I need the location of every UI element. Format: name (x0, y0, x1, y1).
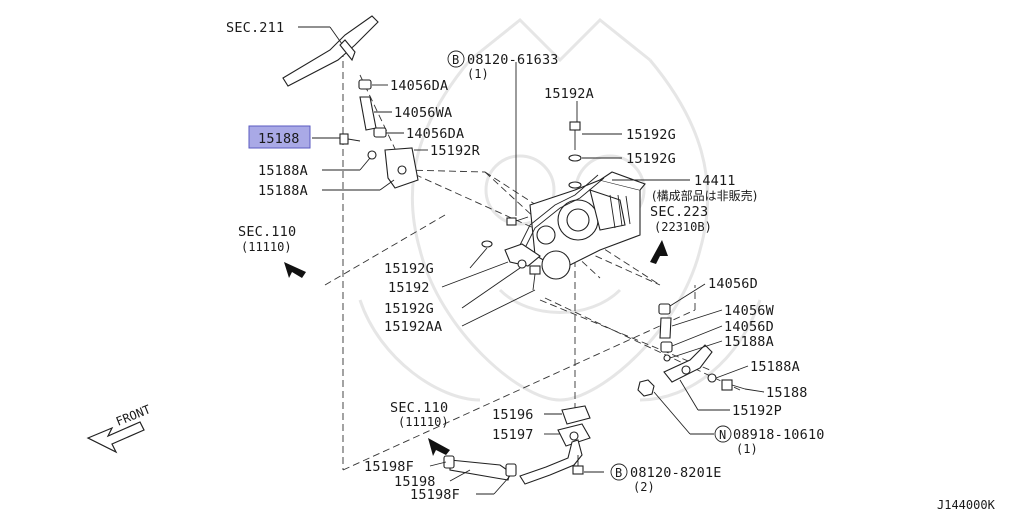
label-14411-note: (構成部品は非販売) (652, 188, 757, 203)
label-14056d-2[interactable]: 14056D (724, 319, 774, 335)
circle-n-icon: N (719, 428, 726, 442)
turbo-14411 (519, 171, 646, 280)
gasket-15192g-4 (517, 259, 527, 269)
label-15188a-2[interactable]: 15188A (258, 183, 308, 199)
arrow-sec110-b (428, 438, 450, 456)
label-sec223[interactable]: SEC.223 (650, 204, 708, 220)
label-15192g-1[interactable]: 15192G (626, 127, 676, 143)
label-15192p[interactable]: 15192P (732, 403, 782, 419)
label-15192g-4[interactable]: 15192G (384, 301, 434, 317)
label-15192aa[interactable]: 15192AA (384, 319, 442, 335)
clamp-15198f-2 (505, 463, 517, 477)
gasket-15192g-2 (568, 181, 582, 189)
flange-15192 (504, 243, 541, 267)
bolt-15192a (569, 121, 581, 150)
bolt-15192aa (529, 265, 541, 291)
label-15188a-4[interactable]: 15188A (750, 359, 800, 375)
washer-15188a (367, 150, 377, 160)
gasket-15196 (561, 405, 591, 425)
label-15198[interactable]: 15198 (394, 474, 436, 490)
bolt-08120-61633 (506, 216, 529, 226)
parts (282, 15, 746, 485)
front-arrow-icon (86, 421, 145, 454)
leader-lines (298, 26, 765, 495)
label-15192[interactable]: 15192 (388, 280, 430, 296)
dashed-outlines (324, 50, 741, 471)
clamp-14056d-1 (658, 303, 671, 315)
diagram-id: J144000K (937, 498, 996, 511)
label-bolt-08120-8201e-qty: (2) (633, 480, 655, 494)
gasket-15192g-1 (568, 154, 582, 162)
label-14056da-mid[interactable]: 14056DA (406, 126, 464, 142)
hose-14056w (659, 317, 672, 339)
label-nut-08918-10610[interactable]: 08918-10610 (733, 427, 825, 443)
circle-markers: B B N (447, 50, 732, 481)
clamp-14056da-top (358, 79, 372, 90)
washer-15188a-4 (707, 373, 717, 383)
nut-08918-10610 (637, 379, 655, 397)
highlight-box-15188[interactable] (248, 125, 311, 149)
label-sec110-a-sub: (11110) (241, 240, 292, 254)
part-labels: SEC.211 14056DA 14056WA 14056DA 15188 15… (114, 20, 996, 511)
hose-14056wa (359, 96, 377, 131)
label-bolt-08120-61633[interactable]: 08120-61633 (467, 52, 559, 68)
label-15198f-2[interactable]: 15198F (410, 487, 460, 503)
label-sec211[interactable]: SEC.211 (226, 20, 284, 36)
clamp-14056d-2 (660, 341, 673, 353)
label-14056wa[interactable]: 14056WA (394, 105, 452, 121)
label-15192g-3[interactable]: 15192G (384, 261, 434, 277)
label-15196[interactable]: 15196 (492, 407, 534, 423)
label-bolt-08120-8201e[interactable]: 08120-8201E (630, 465, 722, 481)
bracket-15192p (663, 344, 713, 383)
label-15192a[interactable]: 15192A (544, 86, 594, 102)
clamp-14056da-mid (373, 127, 387, 138)
arrows (86, 240, 668, 456)
circle-b-icon: B (452, 53, 459, 67)
washer-15188a-3 (663, 354, 671, 362)
label-15197[interactable]: 15197 (492, 427, 534, 443)
arrow-sec110-a (284, 262, 306, 278)
bolt-08120-8201e (572, 455, 584, 475)
gasket-15192g-3 (481, 240, 493, 248)
label-15188a-1[interactable]: 15188A (258, 163, 308, 179)
label-nut-08918-10610-qty: (1) (736, 442, 758, 456)
hose-sec211 (282, 15, 379, 87)
bolt-15188-right (721, 379, 746, 391)
arrow-sec223 (650, 240, 668, 264)
label-15192r[interactable]: 15192R (430, 143, 481, 159)
bolt-15188-left (339, 133, 361, 145)
pipe-15197 (519, 439, 583, 485)
label-14411[interactable]: 14411 (694, 173, 736, 189)
label-sec110-a[interactable]: SEC.110 (238, 224, 296, 240)
label-15188-highlighted[interactable]: 15188 (258, 131, 300, 147)
label-14056da-top[interactable]: 14056DA (390, 78, 448, 94)
label-sec110-b-sub: (11110) (398, 415, 449, 429)
label-15198f-1[interactable]: 15198F (364, 459, 414, 475)
hose-15198 (449, 459, 511, 481)
label-sec223-sub: (22310B) (654, 220, 712, 234)
label-bolt-08120-61633-qty: (1) (467, 67, 489, 81)
clamp-15198f-1 (443, 455, 455, 469)
label-sec110-b[interactable]: SEC.110 (390, 400, 448, 416)
label-15188[interactable]: 15188 (766, 385, 808, 401)
label-14056w[interactable]: 14056W (724, 303, 775, 319)
label-15188a-3[interactable]: 15188A (724, 334, 774, 350)
label-14056d-1[interactable]: 14056D (708, 276, 758, 292)
label-15192g-2[interactable]: 15192G (626, 151, 676, 167)
circle-b2-icon: B (615, 466, 622, 480)
